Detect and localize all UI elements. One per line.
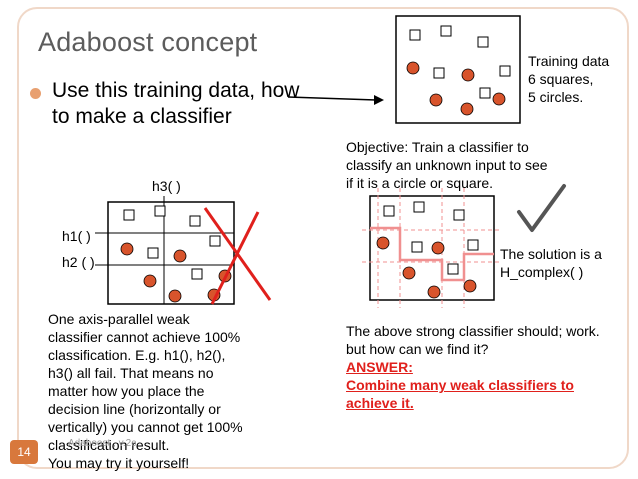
square-sample — [154, 205, 166, 217]
circle-sample — [431, 241, 445, 255]
square-sample — [209, 235, 221, 247]
training-info-line: Training data — [528, 53, 610, 69]
training-data-box — [395, 15, 521, 124]
slide-title: Adaboost concept — [38, 27, 258, 57]
explanation-line: classification result. — [48, 437, 170, 453]
training-info: Training data 6 squares, 5 circles. — [528, 52, 609, 106]
h1-label: h1( ) — [62, 228, 91, 244]
weak-classifier-box — [95, 196, 235, 305]
explanation-line: matter how you place the — [48, 383, 205, 399]
weak-explanation: One axis-parallel weak classifier cannot… — [48, 310, 243, 472]
circle-sample — [406, 61, 420, 75]
explanation-line: vertically) you cannot get 100% — [48, 419, 243, 435]
h3-label: h3( ) — [152, 178, 181, 194]
answer-line: achieve it. — [346, 395, 414, 411]
square-sample — [433, 67, 445, 79]
circle-sample — [427, 285, 441, 299]
explanation-line: h3() all fail. That means no — [48, 365, 214, 381]
check-mark-icon — [517, 184, 566, 232]
square-sample — [477, 36, 489, 48]
square-sample — [413, 201, 425, 213]
objective-text: Objective: Train a classifier to classif… — [346, 138, 548, 192]
circle-sample — [429, 93, 443, 107]
circle-sample — [376, 236, 390, 250]
square-sample — [467, 239, 479, 251]
square-sample — [147, 247, 159, 259]
answer-label: ANSWER: — [346, 359, 413, 375]
solution-line: H_complex( ) — [500, 264, 584, 280]
strong-boundary — [370, 226, 494, 282]
square-sample — [479, 87, 491, 99]
bullet-text: Use this training data, how to make a cl… — [52, 79, 300, 128]
square-sample — [191, 268, 203, 280]
square-sample — [453, 209, 465, 221]
circle-sample — [492, 92, 506, 106]
circle-sample — [402, 266, 416, 280]
circle-sample — [143, 274, 157, 288]
footer: Adaboost , v.2c — [68, 438, 137, 449]
circle-sample — [168, 289, 182, 303]
explanation-line: classifier cannot achieve 100% — [48, 329, 241, 345]
square-sample — [189, 215, 201, 227]
red-cross-icon — [203, 207, 272, 305]
arrow-icon — [287, 95, 384, 105]
explanation-line: classification. E.g. h1(), h2(), — [48, 347, 226, 363]
page-number: 14 — [10, 440, 38, 464]
explanation-line: decision line (horizontally or — [48, 401, 221, 417]
bullet-icon — [30, 88, 41, 99]
circle-sample — [463, 279, 477, 293]
square-sample — [499, 65, 511, 77]
square-sample — [440, 25, 452, 37]
objective-line: classify an unknown input to see — [346, 157, 548, 173]
circle-sample — [460, 102, 474, 116]
square-sample — [383, 205, 395, 217]
training-info-line: 6 squares, — [528, 71, 594, 87]
circle-sample — [461, 68, 475, 82]
strong-line: The above strong classifier should; work… — [346, 323, 600, 339]
square-sample — [123, 209, 135, 221]
objective-line: Objective: Train a classifier to — [346, 139, 529, 155]
circle-sample — [173, 249, 187, 263]
square-sample — [411, 241, 423, 253]
h2-label: h2 ( ) — [62, 254, 95, 270]
solution-line: The solution is a — [500, 246, 602, 262]
slide-frame — [17, 7, 629, 469]
explanation-line: One axis-parallel weak — [48, 311, 190, 327]
strong-text: The above strong classifier should; work… — [346, 322, 600, 412]
square-sample — [409, 29, 421, 41]
explanation-line: You may try it yourself! — [48, 455, 190, 471]
answer-line: Combine many weak classifiers to — [346, 377, 574, 393]
square-sample — [447, 263, 459, 275]
training-info-line: 5 circles. — [528, 89, 584, 105]
solution-text: The solution is a H_complex( ) — [500, 245, 602, 281]
strong-line: but how can we find it? — [346, 341, 489, 357]
objective-line: if it is a circle or square. — [346, 175, 494, 191]
strong-classifier-box — [362, 188, 502, 308]
circle-sample — [120, 242, 134, 256]
